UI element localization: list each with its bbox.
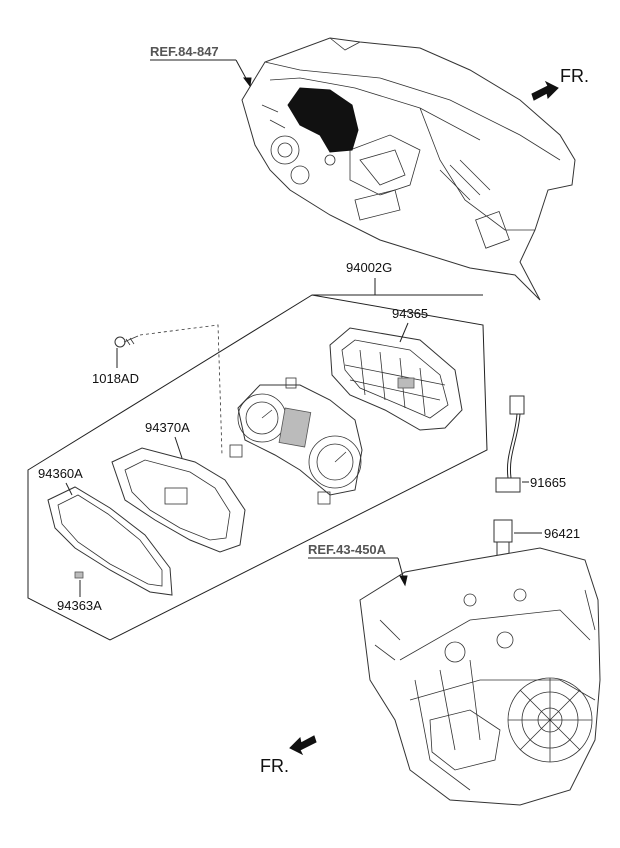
cluster-location-highlight xyxy=(287,87,359,153)
part-number-94370A[interactable]: 94370A xyxy=(145,420,190,435)
front-label-bottom: FR. xyxy=(260,756,289,776)
part-number-91665[interactable]: 91665 xyxy=(530,475,566,490)
transmission-part xyxy=(359,547,601,806)
part-number-94002G[interactable]: 94002G xyxy=(346,260,392,275)
front-direction-arrow-top xyxy=(531,80,559,101)
speed-sensor-wire-part xyxy=(495,395,525,493)
cluster-gauge-part xyxy=(229,377,363,505)
cluster-case-part xyxy=(329,327,463,431)
dashboard-panel xyxy=(241,37,576,301)
part-number-1018AD[interactable]: 1018AD xyxy=(92,371,139,386)
screw-part xyxy=(114,335,139,348)
front-direction-arrow-bottom xyxy=(289,735,317,756)
part-number-94363A[interactable]: 94363A xyxy=(57,598,102,613)
cluster-face-part xyxy=(111,447,246,553)
part-number-96421[interactable]: 96421 xyxy=(544,526,580,541)
front-label-top: FR. xyxy=(560,66,589,86)
part-number-94360A[interactable]: 94360A xyxy=(38,466,83,481)
ref-label-dashboard[interactable]: REF.84-847 xyxy=(150,44,219,59)
cluster-lens-part xyxy=(47,486,173,596)
ref-label-transmission[interactable]: REF.43-450A xyxy=(308,542,387,557)
part-number-94365[interactable]: 94365 xyxy=(392,306,428,321)
